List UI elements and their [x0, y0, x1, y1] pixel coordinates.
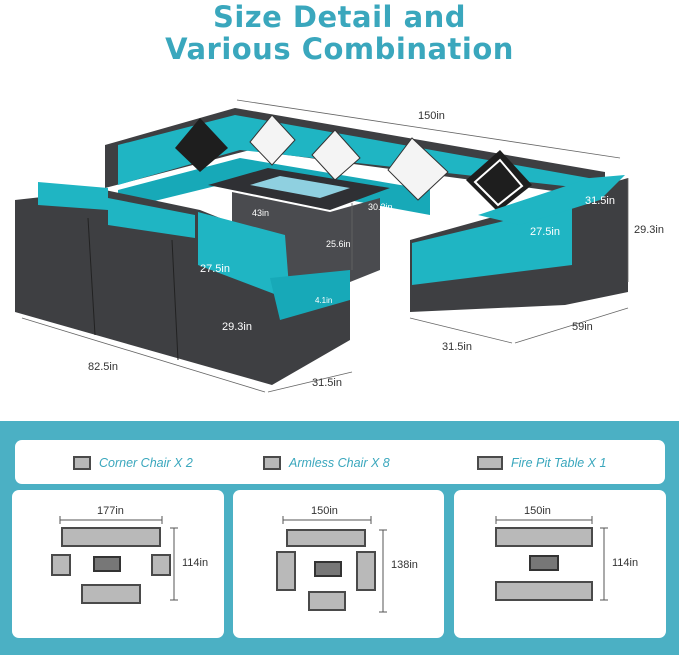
combination-1-layout: 177in 114in	[51, 505, 208, 604]
legend-corner-chair-label: Corner Chair X 2	[99, 456, 193, 470]
right-sofa-section	[410, 175, 628, 312]
combination-3-width: 150in	[524, 505, 551, 517]
legend-armless-chair-label: Armless Chair X 8	[289, 456, 390, 470]
combination-2-layout: 150in 138in	[276, 505, 418, 613]
combination-1-depth: 114in	[182, 557, 208, 569]
dimension-lines	[21, 99, 629, 393]
combination-3-depth: 114in	[612, 557, 638, 569]
page-title-line2: Various Combination	[165, 32, 514, 66]
combination-2-width: 150in	[311, 505, 338, 517]
corner-chair-icon	[73, 456, 91, 470]
page-title-line1: Size Detail and	[212, 0, 467, 34]
legend-fire-pit-table: Fire Pit Table X 1	[477, 456, 606, 470]
combination-card-2: 150in 138in	[233, 490, 444, 638]
legend-corner-chair: Corner Chair X 2	[73, 456, 193, 470]
throw-pillows	[175, 114, 532, 212]
fire-pit-table-icon	[477, 456, 503, 470]
combination-2-depth: 138in	[391, 559, 418, 571]
sofa-set-photo	[15, 99, 629, 393]
legend-fire-pit-table-label: Fire Pit Table X 1	[511, 456, 607, 470]
combination-3-layout: 150in 114in	[495, 505, 638, 601]
legend-armless-chair: Armless Chair X 8	[263, 456, 390, 470]
legend-bar: Corner Chair X 2 Armless Chair X 8 Fire …	[15, 440, 665, 484]
combination-card-3: 150in 114in	[454, 490, 666, 638]
armless-chair-icon	[263, 456, 281, 470]
combination-card-1: 177in 114in	[12, 490, 224, 638]
front-sofa-section	[15, 182, 350, 385]
combination-1-width: 177in	[97, 505, 124, 517]
